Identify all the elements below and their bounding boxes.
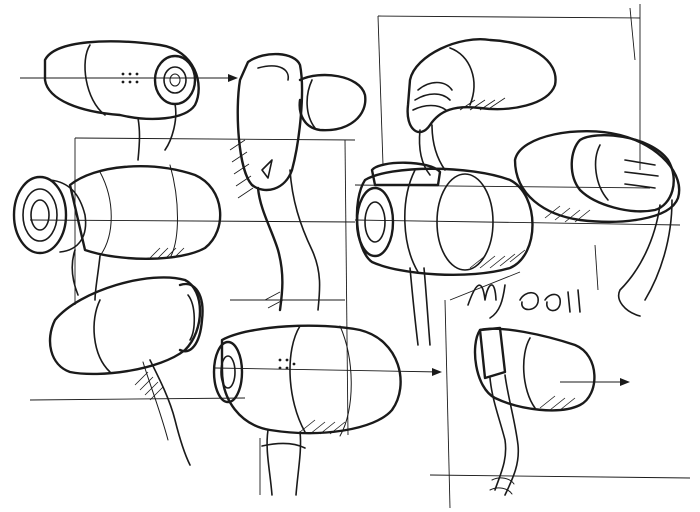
- earbud-center-right: [355, 161, 534, 346]
- earbud-bottom-right: [473, 326, 596, 496]
- earbud-bottom-center: [212, 324, 402, 496]
- earbud-front-left: [12, 164, 222, 301]
- earbud-side-center: [229, 52, 367, 312]
- earbud-lower-left: [48, 276, 204, 466]
- earbud-top-left: [43, 40, 200, 161]
- artist-signature: [449, 271, 581, 319]
- earbud-far-right: [513, 129, 681, 317]
- earbud-top-right-small: [406, 38, 557, 176]
- construction-lines: [20, 4, 691, 509]
